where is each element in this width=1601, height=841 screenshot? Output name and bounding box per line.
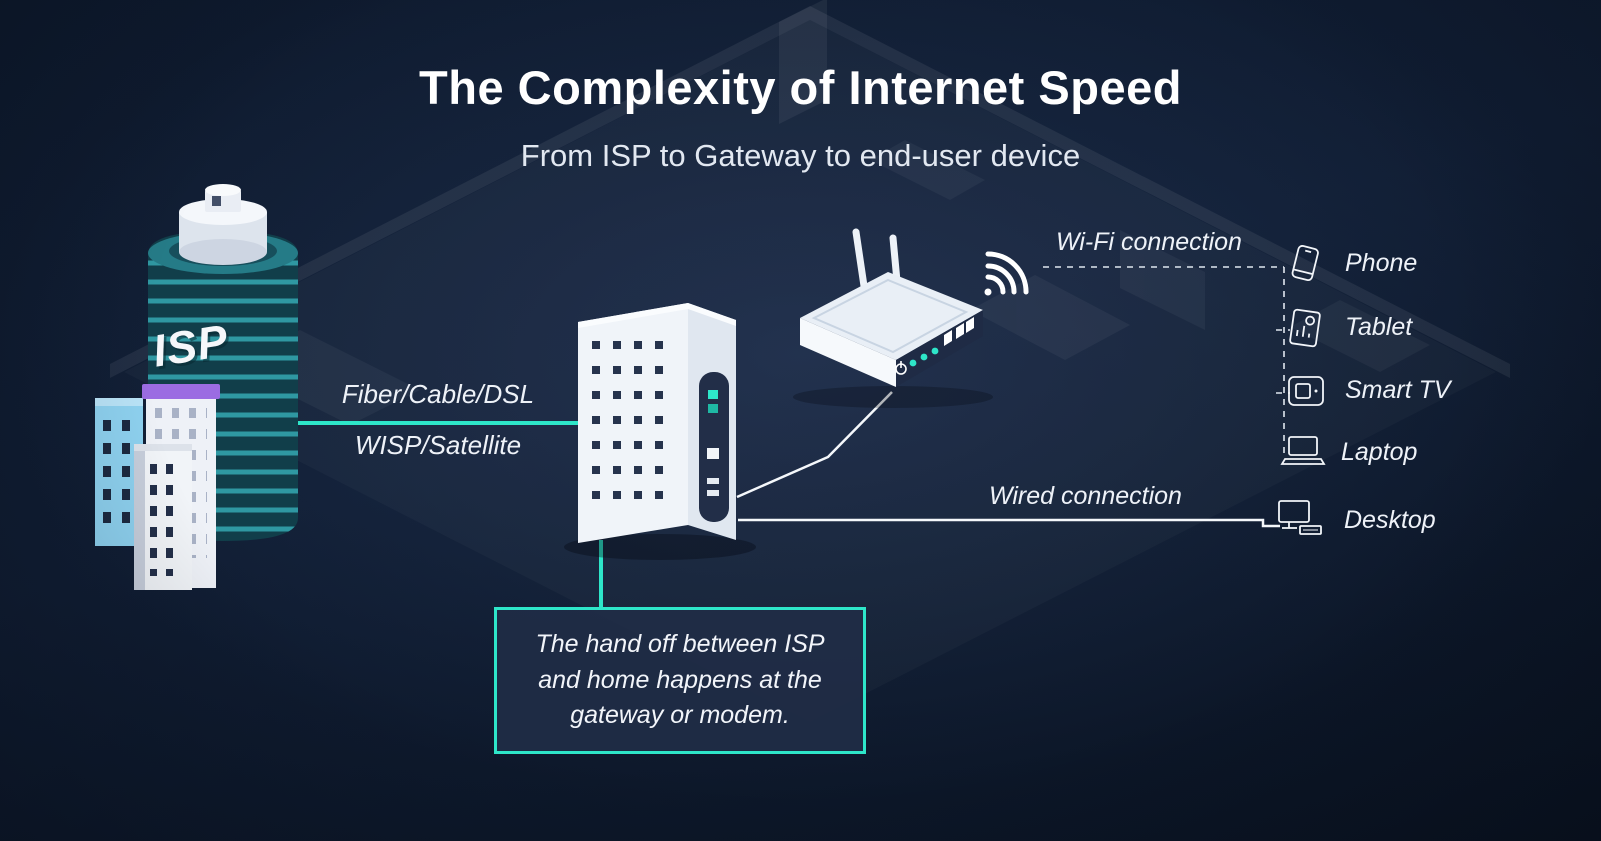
page-subtitle: From ISP to Gateway to end-user device xyxy=(520,138,1081,173)
device-label-tablet: Tablet xyxy=(1345,313,1413,341)
tablet-icon xyxy=(1289,308,1321,348)
modem-gateway xyxy=(564,303,756,560)
wired-connection-label: Wired connection xyxy=(989,482,1182,510)
wifi-connection-label: Wi-Fi connection xyxy=(1056,228,1242,256)
phone-icon xyxy=(1291,245,1319,282)
wifi-signal-icon xyxy=(984,251,1029,296)
laptop-icon xyxy=(1280,436,1326,465)
smart-tv-icon xyxy=(1288,376,1324,406)
wired-line xyxy=(738,518,1280,528)
router xyxy=(793,228,993,408)
device-label-smart-tv: Smart TV xyxy=(1345,376,1451,404)
fiber-cable-dsl-label: Fiber/Cable/DSL xyxy=(341,379,535,409)
wisp-satellite-label: WISP/Satellite xyxy=(354,430,522,460)
page-title: The Complexity of Internet Speed xyxy=(419,61,1182,114)
wifi-dashed-line xyxy=(1043,266,1290,453)
device-label-desktop: Desktop xyxy=(1344,506,1436,534)
modem-router-line xyxy=(736,391,893,499)
device-label-laptop: Laptop xyxy=(1341,438,1418,466)
desktop-icon xyxy=(1278,500,1322,535)
callout-text: The hand off between ISP and home happen… xyxy=(535,630,825,730)
isp-city-buildings xyxy=(95,384,220,590)
device-label-phone: Phone xyxy=(1345,249,1418,277)
gateway-callout: The hand off between ISP and home happen… xyxy=(494,607,866,754)
